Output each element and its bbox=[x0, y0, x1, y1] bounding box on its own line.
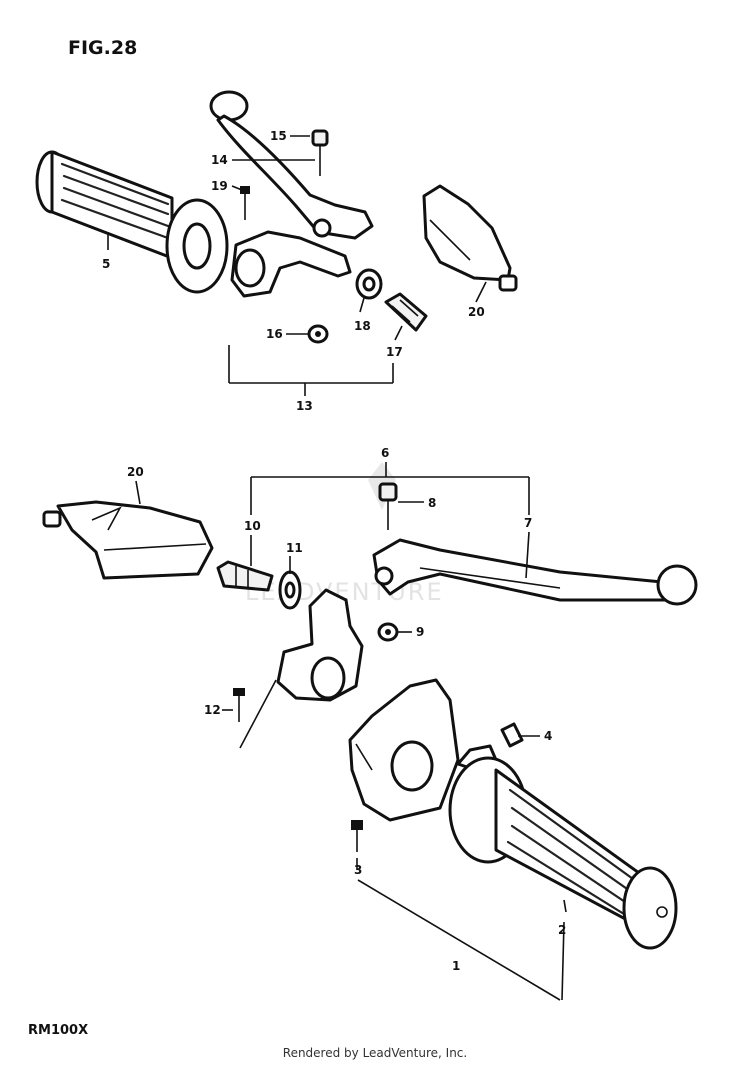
clip-18 bbox=[355, 268, 383, 300]
label-16: 16 bbox=[266, 327, 283, 341]
left-grip bbox=[35, 150, 229, 294]
brake-lever-holder bbox=[276, 588, 364, 702]
screw-12 bbox=[233, 688, 245, 722]
figure-title: FIG.28 bbox=[68, 37, 137, 59]
label-3: 3 bbox=[354, 863, 362, 877]
lower-leader-lines bbox=[135, 462, 567, 1001]
bolt-8 bbox=[378, 482, 398, 530]
label-13: 13 bbox=[296, 399, 313, 413]
nut-16 bbox=[307, 324, 329, 344]
clutch-lever bbox=[209, 90, 374, 240]
adjuster-10 bbox=[216, 560, 274, 592]
washer-11 bbox=[278, 570, 302, 610]
screw-3 bbox=[351, 820, 363, 852]
model-code: RM100X bbox=[28, 1023, 88, 1038]
label-8: 8 bbox=[428, 496, 436, 510]
upper-lever-cover bbox=[422, 184, 518, 292]
footer-credit: Rendered by LeadVenture, Inc. bbox=[282, 1046, 468, 1060]
label-4: 4 bbox=[544, 729, 552, 743]
label-1: 1 bbox=[452, 959, 460, 973]
label-7: 7 bbox=[524, 516, 532, 530]
lower-lever-cover bbox=[42, 500, 214, 580]
adjuster-17 bbox=[384, 292, 428, 332]
label-14: 14 bbox=[211, 153, 228, 167]
clutch-lever-holder bbox=[230, 230, 352, 298]
label-18: 18 bbox=[354, 319, 371, 333]
label-2: 2 bbox=[558, 923, 566, 937]
screw-19 bbox=[240, 186, 250, 220]
label-17: 17 bbox=[386, 345, 403, 359]
label-20-lower: 20 bbox=[127, 465, 144, 479]
watermark: LEADVENTURE bbox=[245, 462, 442, 606]
label-9: 9 bbox=[416, 625, 424, 639]
label-6: 6 bbox=[381, 446, 389, 460]
label-19: 19 bbox=[211, 179, 228, 193]
nut-9 bbox=[377, 622, 399, 642]
label-20-upper: 20 bbox=[468, 305, 485, 319]
label-11: 11 bbox=[286, 541, 303, 555]
brake-lever bbox=[372, 538, 698, 606]
label-5: 5 bbox=[102, 257, 110, 271]
label-10: 10 bbox=[244, 519, 261, 533]
pin-4 bbox=[500, 722, 524, 748]
throttle-grip bbox=[448, 744, 678, 950]
label-12: 12 bbox=[204, 703, 221, 717]
upper-leader-lines bbox=[107, 135, 487, 396]
label-15: 15 bbox=[270, 129, 287, 143]
bolt-15 bbox=[311, 129, 329, 176]
throttle-housing bbox=[348, 678, 460, 822]
